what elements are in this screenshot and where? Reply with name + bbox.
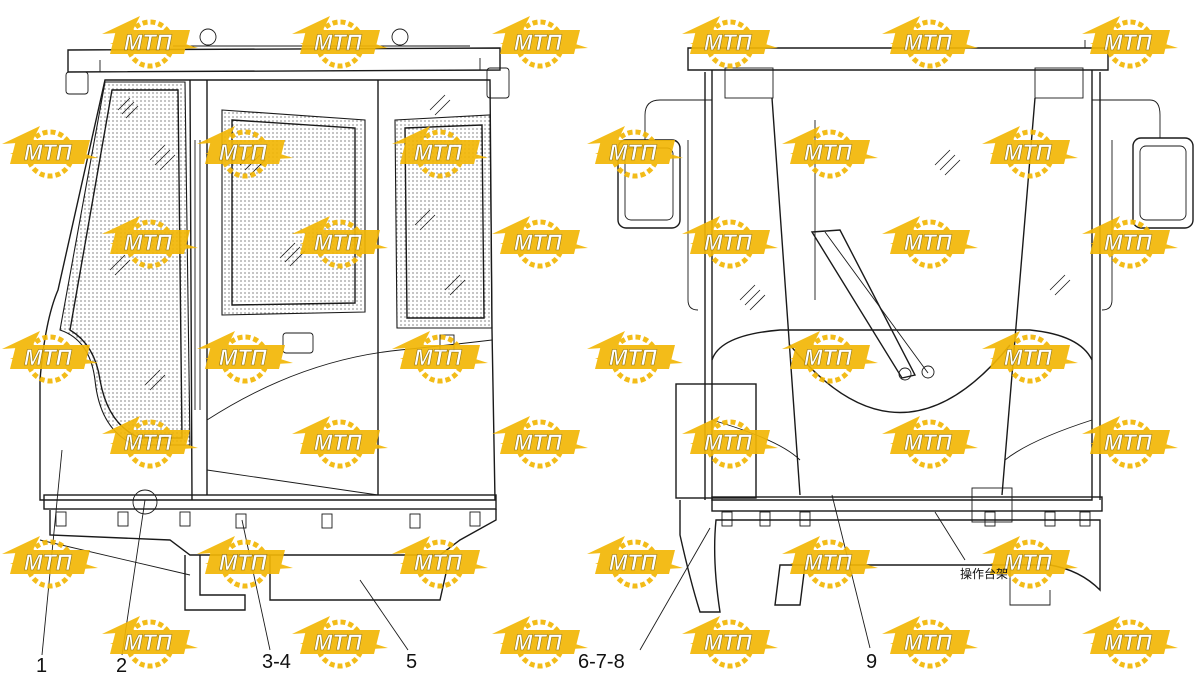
mtp-logo-icon: МТП (882, 16, 978, 69)
mtp-logo-text: МТП (414, 550, 463, 575)
mtp-logo-icon: МТП (1082, 16, 1178, 69)
mtp-logo-text: МТП (904, 630, 953, 655)
mtp-logo-icon: МТП (292, 16, 388, 69)
mtp-logo-text: МТП (314, 230, 363, 255)
mtp-logo-icon: МТП (1082, 216, 1178, 269)
mtp-logo-text: МТП (804, 550, 853, 575)
mtp-logo-text: МТП (609, 140, 658, 165)
mtp-logo-text: МТП (314, 630, 363, 655)
mtp-logo-text: МТП (1004, 345, 1053, 370)
mtp-logo-icon: МТП (682, 216, 778, 269)
mtp-logo-icon: МТП (292, 416, 388, 469)
mtp-logo-icon: МТП (492, 16, 588, 69)
mtp-logo-text: МТП (124, 430, 173, 455)
mtp-logo-text: МТП (904, 430, 953, 455)
mtp-logo-icon: МТП (492, 216, 588, 269)
mtp-logo-text: МТП (1004, 140, 1053, 165)
mtp-logo-icon: МТП (587, 126, 683, 179)
mtp-logo-icon: МТП (682, 16, 778, 69)
mtp-logo-text: МТП (514, 430, 563, 455)
mtp-logo-text: МТП (314, 430, 363, 455)
side-view (39, 28, 510, 656)
mtp-logo-text: МТП (124, 230, 173, 255)
mtp-logo-icon: МТП (197, 331, 293, 384)
mtp-logo-text: МТП (1104, 30, 1153, 55)
mtp-logo-icon: МТП (1082, 416, 1178, 469)
mtp-logo-text: МТП (219, 140, 268, 165)
mtp-logo-icon: МТП (982, 126, 1078, 179)
mtp-logo-text: МТП (1104, 230, 1153, 255)
mtp-logo-icon: МТП (982, 331, 1078, 384)
mtp-logo-text: МТП (1104, 630, 1153, 655)
mtp-logo-icon: МТП (2, 331, 98, 384)
mtp-logo-icon: МТП (292, 216, 388, 269)
mtp-logo-icon: МТП (587, 536, 683, 589)
mtp-logo-icon: МТП (882, 216, 978, 269)
mtp-logo-text: МТП (704, 30, 753, 55)
mtp-logo-icon: МТП (492, 616, 588, 669)
mtp-logo-icon: МТП (587, 331, 683, 384)
mtp-logo-icon: МТП (392, 331, 488, 384)
front-view (617, 40, 1194, 651)
mtp-logo-text: МТП (609, 550, 658, 575)
mtp-logo-icon: МТП (782, 126, 878, 179)
callout-6-7-8: 6-7-8 (578, 651, 625, 673)
mtp-logo-icon: МТП (492, 416, 588, 469)
mtp-logo-icon: МТП (2, 536, 98, 589)
mtp-logo-text: МТП (514, 630, 563, 655)
callout-5: 5 (406, 651, 417, 673)
mtp-logo-text: МТП (704, 630, 753, 655)
mtp-logo-text: МТП (24, 140, 73, 165)
mtp-logo-icon: МТП (392, 536, 488, 589)
mtp-logo-icon: МТП (392, 126, 488, 179)
mirror-right (1092, 99, 1194, 229)
mtp-logo-text: МТП (609, 345, 658, 370)
watermark-layer: МТП МТП МТП МТП МТП МТП МТП МТП МТП МТП МТП МТП МТП М… (2, 16, 1178, 669)
mtp-logo-icon: МТП (882, 416, 978, 469)
mtp-logo-icon: МТП (782, 331, 878, 384)
mtp-logo-text: МТП (219, 345, 268, 370)
mtp-logo-text: МТП (514, 30, 563, 55)
callout-labels: 1 2 3-4 5 6-7-8 9 操作台架 (36, 566, 1008, 677)
mtp-logo-icon: МТП (102, 16, 198, 69)
mtp-logo-icon: МТП (1082, 616, 1178, 669)
mtp-logo-text: МТП (804, 140, 853, 165)
mtp-logo-text: МТП (24, 345, 73, 370)
callout-1: 1 (36, 655, 47, 677)
callout-3-4: 3-4 (262, 651, 291, 673)
mtp-logo-text: МТП (414, 345, 463, 370)
mtp-logo-text: МТП (704, 430, 753, 455)
mtp-logo-icon: МТП (982, 536, 1078, 589)
mtp-logo-icon: МТП (2, 126, 98, 179)
mtp-logo-text: МТП (704, 230, 753, 255)
mtp-logo-icon: МТП (197, 126, 293, 179)
mtp-logo-text: МТП (24, 550, 73, 575)
mtp-logo-text: МТП (219, 550, 268, 575)
mtp-logo-text: МТП (124, 30, 173, 55)
mtp-logo-text: МТП (314, 30, 363, 55)
mtp-logo-text: МТП (124, 630, 173, 655)
mtp-logo-icon: МТП (102, 616, 198, 669)
mtp-logo-icon: МТП (102, 216, 198, 269)
mtp-logo-icon: МТП (682, 616, 778, 669)
mtp-logo-text: МТП (804, 345, 853, 370)
callout-9: 9 (866, 651, 877, 673)
mtp-logo-text: МТП (904, 30, 953, 55)
mtp-logo-icon: МТП (882, 616, 978, 669)
mtp-logo-text: МТП (904, 230, 953, 255)
jp-annotation: 操作台架 (960, 566, 1008, 581)
mtp-logo-icon: МТП (682, 416, 778, 469)
mtp-logo-icon: МТП (782, 536, 878, 589)
mtp-logo-icon: МТП (292, 616, 388, 669)
mtp-logo-icon: МТП (197, 536, 293, 589)
callout-2: 2 (116, 655, 127, 677)
mtp-logo-text: МТП (414, 140, 463, 165)
mtp-logo-text: МТП (514, 230, 563, 255)
mtp-logo-icon: МТП (102, 416, 198, 469)
mtp-logo-text: МТП (1104, 430, 1153, 455)
mtp-logo-text: МТП (1004, 550, 1053, 575)
